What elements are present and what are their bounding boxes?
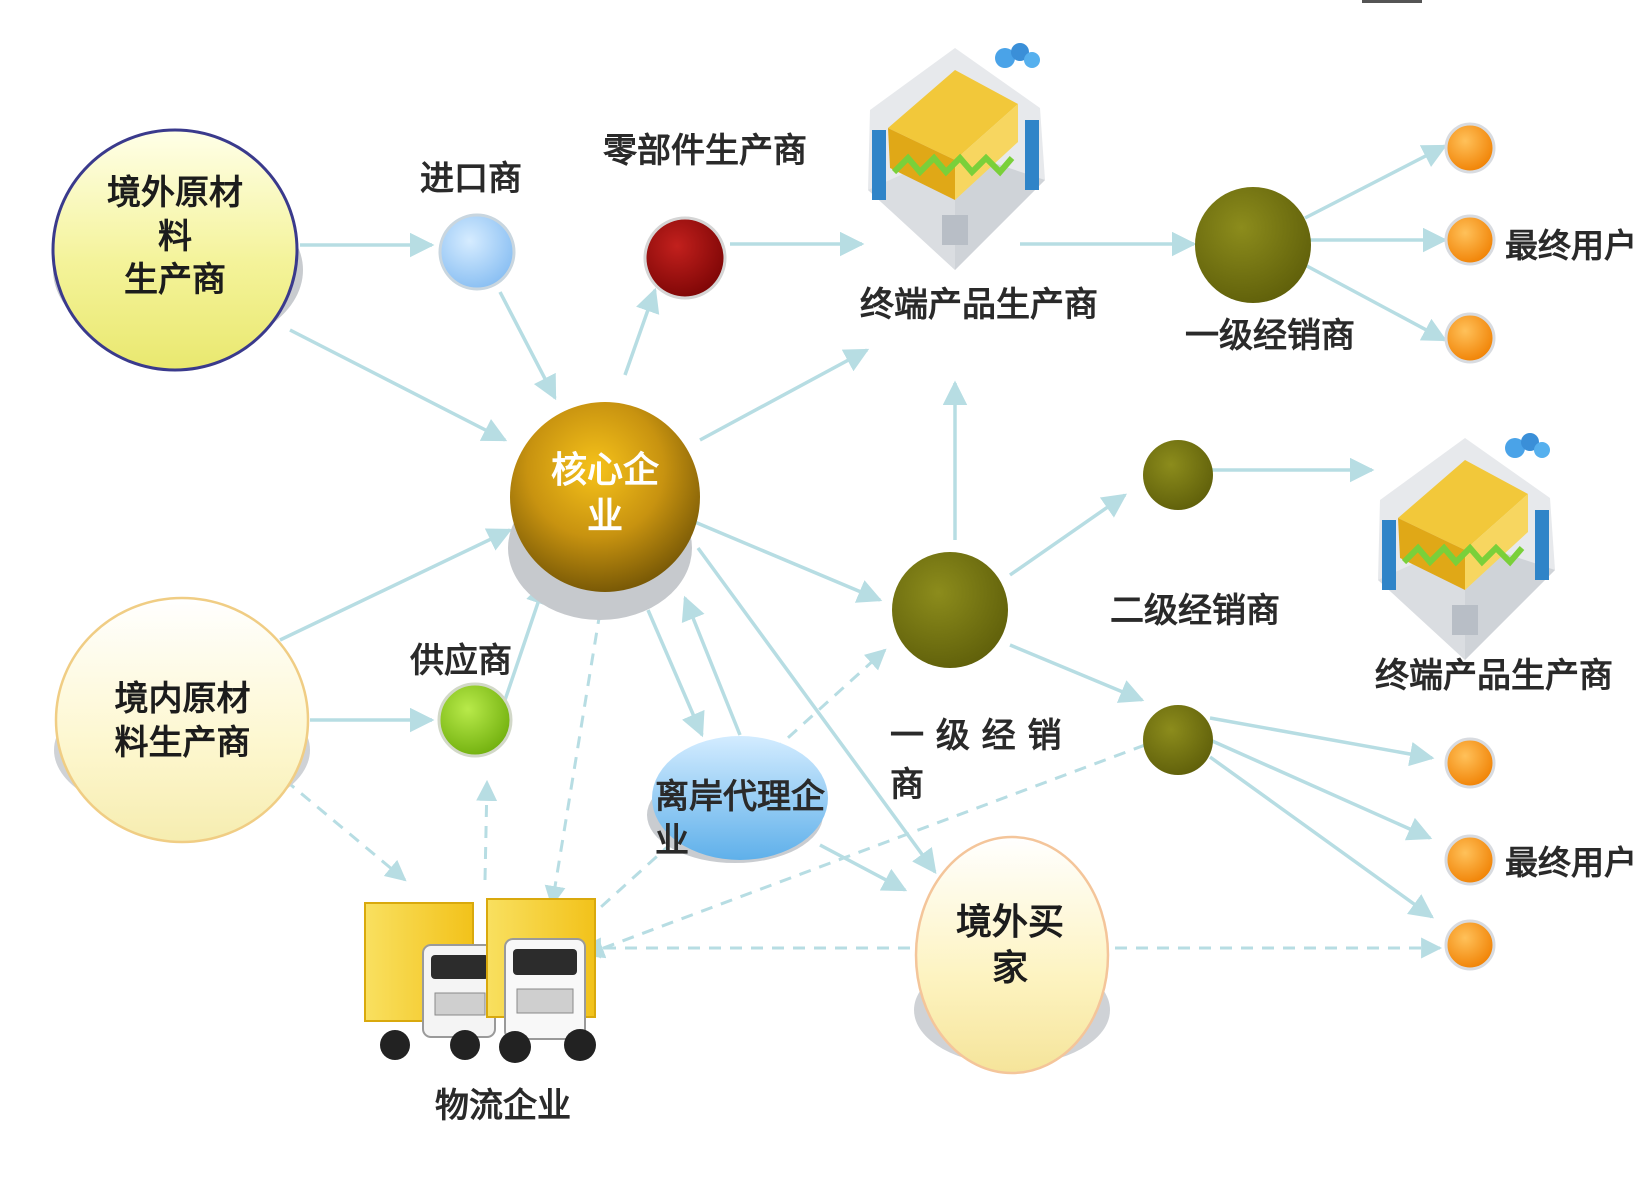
- supplier-node: [437, 682, 513, 758]
- core-enterprise-label: 核心企 业: [550, 450, 659, 538]
- end-user-dot: [1444, 312, 1496, 364]
- level1-dealer-top-node: [1195, 187, 1311, 303]
- level2-dealer-label: 二级经销商: [1110, 591, 1280, 631]
- level1-dealer-mid-node: [892, 552, 1008, 668]
- end-user-top-label: 最终用户: [1505, 226, 1637, 265]
- domestic-raw-label: 境内原材 料生产商: [114, 679, 251, 763]
- importer-label: 进口商: [420, 159, 522, 199]
- overseas-buyer-node: [914, 835, 1110, 1075]
- end-user-dot: [1444, 919, 1496, 971]
- corner-mark: [1362, 0, 1422, 3]
- parts-maker-label: 零部件生产商: [603, 131, 807, 171]
- parts-maker-node: [643, 216, 727, 300]
- overseas-raw-label: 境外原材 料 生产商: [107, 173, 243, 301]
- end-user-dot: [1444, 214, 1496, 266]
- domestic-raw-node: [54, 596, 310, 844]
- level1-dealer-mid-label: 一 级 经 销 商: [890, 716, 1062, 806]
- logistics-label: 物流企业: [435, 1086, 571, 1126]
- level1-dealer-top-label: 一级经销商: [1185, 316, 1355, 356]
- end-user-dot: [1444, 122, 1496, 174]
- arrows-solid: [279, 144, 1448, 919]
- end-user-dot: [1444, 737, 1496, 789]
- level2-dealer-lower-node: [1143, 705, 1213, 775]
- overseas-buyer-label: 境外买 家: [955, 902, 1064, 990]
- core-enterprise-node: [510, 402, 700, 592]
- overseas-raw-node: [51, 128, 299, 372]
- offshore-agent-node: [652, 736, 828, 860]
- end-user-bottom-label: 最终用户: [1505, 843, 1637, 882]
- truck-icon: [364, 898, 596, 1063]
- offshore-agent-label: 离岸代理企 业: [655, 777, 825, 862]
- supplier-label: 供应商: [410, 641, 512, 681]
- end-user-dot: [1444, 834, 1496, 886]
- factory-icon-right: [1378, 433, 1555, 660]
- importer-node: [438, 213, 516, 291]
- level2-dealer-node: [1143, 440, 1213, 510]
- terminal-maker-top-label: 终端产品生产商: [860, 285, 1098, 325]
- factory-icon-top: [868, 43, 1045, 270]
- terminal-maker-right-label: 终端产品生产商: [1375, 656, 1613, 696]
